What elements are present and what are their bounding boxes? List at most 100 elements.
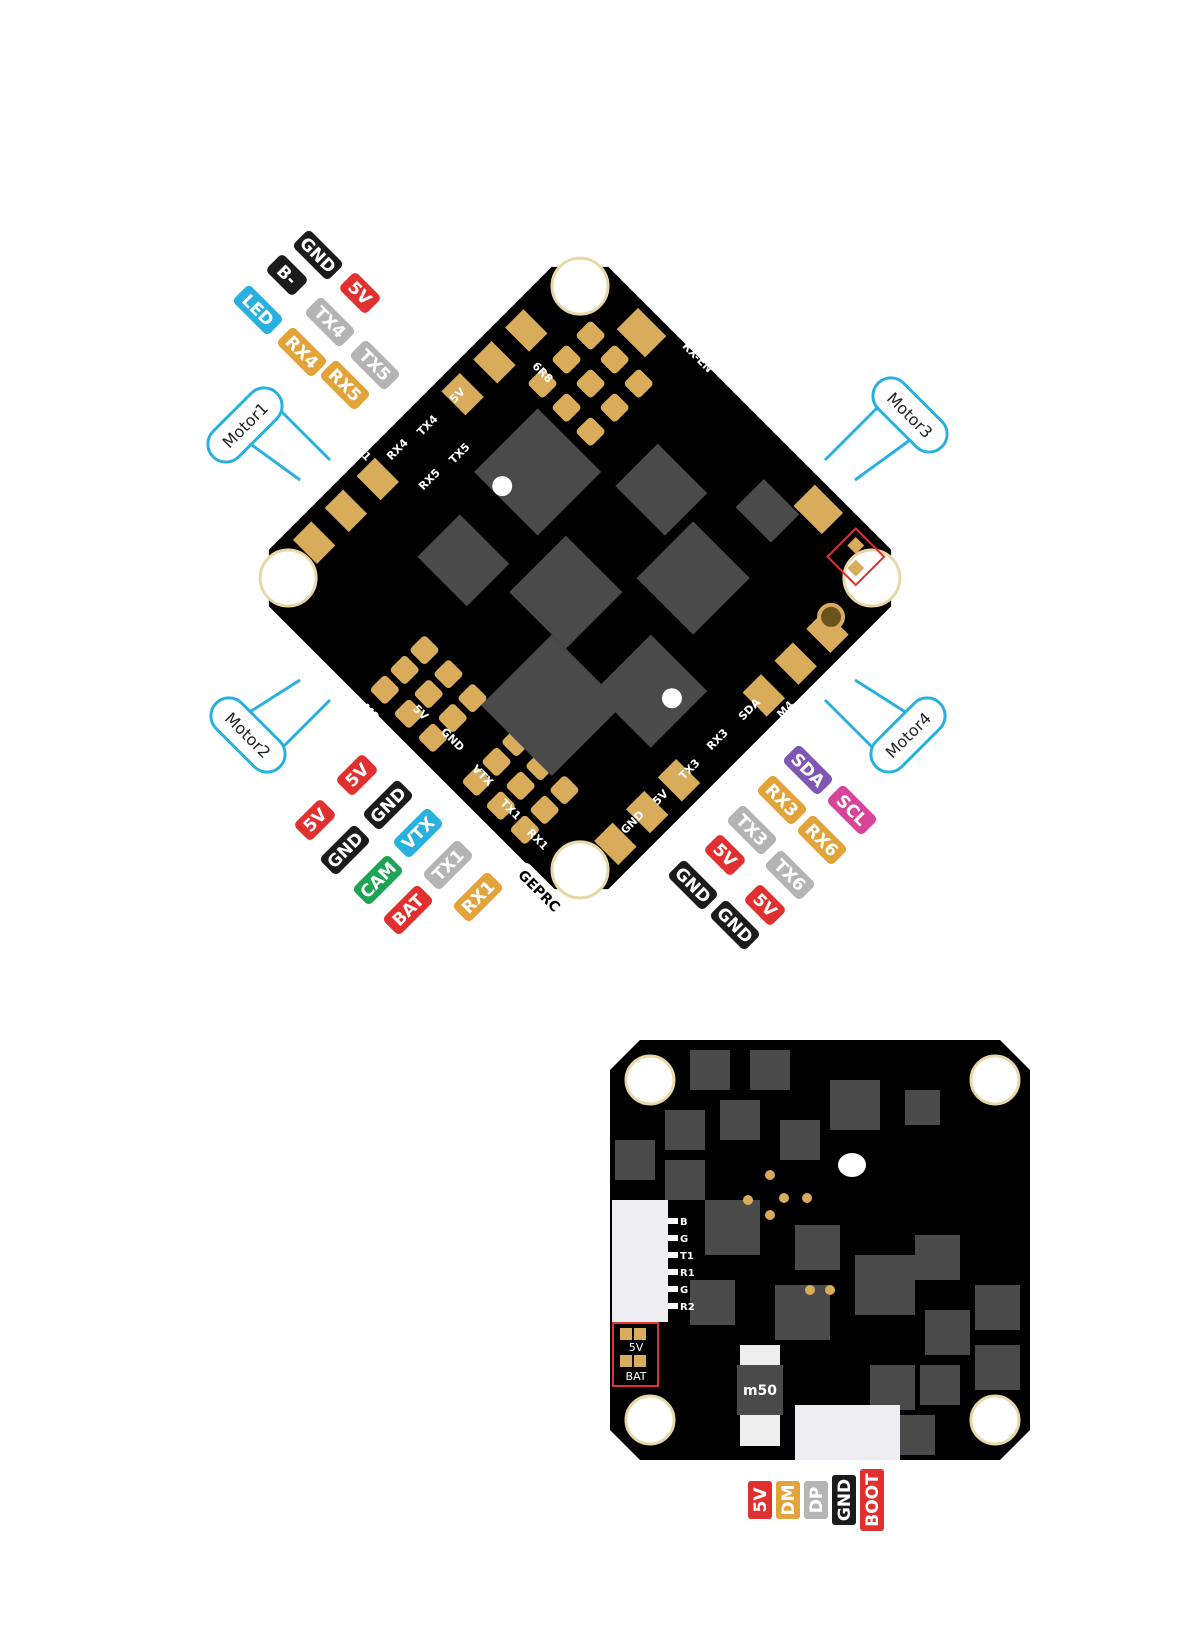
via-pad [825,1285,835,1295]
pin-label-5v: 5V [295,800,335,840]
solder-pad [600,393,629,422]
motor-3-label: Motor3 [871,376,949,454]
pin-label-background [765,850,815,900]
silk-label: BAT [465,823,491,849]
pin-label-text: 5V [751,1487,771,1513]
motor-wire [244,678,301,717]
chip [481,634,623,776]
pin-label-tx4: TX4 [305,297,355,347]
solder-pad [482,747,511,776]
pin-label-5v: 5V [705,835,745,875]
chip [925,1310,970,1355]
chip [720,1100,760,1140]
motor-wire [854,678,911,717]
pin-label-bat: BAT [383,885,433,935]
silk-label: - [453,343,465,355]
led [661,688,682,709]
logo-background [512,862,568,918]
connector-pin-label: R2 [680,1302,695,1313]
solder-pad [434,660,463,689]
pin-label-sda: SDA [783,745,833,795]
motor-wire [823,398,887,462]
silk-label: 5V [377,735,398,756]
solder-pad [324,489,368,533]
pin-label-background [350,340,400,390]
via-pad [805,1285,815,1295]
mounting-hole [969,1394,1021,1446]
chip [665,1160,705,1200]
motor-label-box [871,376,949,454]
led [492,476,513,497]
pin-label-background [757,775,807,825]
pin-label-background [340,273,380,313]
pin-label-background [783,745,833,795]
pin-label-background [797,815,847,865]
pin-label-rx6: RX6 [797,815,847,865]
chip [690,1280,735,1325]
via-pad [765,1170,775,1180]
chip [870,1365,915,1410]
inductor-label: m50 [743,1383,777,1399]
solder-pad [793,484,844,535]
usb-pin-label-5v: 5V [748,1481,772,1519]
side-connector [612,1200,668,1322]
solder-pad [594,822,637,866]
solder-pad [600,345,629,374]
solder-pad [528,369,557,398]
chip [735,479,800,543]
solder-pad [410,636,439,665]
connector-pin-label: G [680,1234,688,1245]
pin-label-tx6: TX6 [765,850,815,900]
usb-pin-label-boot: BOOT [860,1469,884,1531]
chip [750,1050,790,1090]
pin-label-background [804,1481,828,1519]
pin-label-background [423,840,473,890]
via-pad [765,1210,775,1220]
usb-pin-label-gnd: GND [832,1475,856,1525]
pin-label-background [453,872,503,922]
pin-label-background [705,835,745,875]
silk-label: SCL [770,727,795,752]
solder-pad [292,521,336,564]
usb-pin-label-dm: DM [776,1481,800,1519]
pin-label-background [832,1475,856,1525]
via-pad [743,1195,753,1205]
pin-label-cam: CAM [353,855,403,905]
solder-pad [552,345,581,374]
connector-pin [668,1218,678,1224]
solder-pad [616,307,667,358]
solder-pad [620,1355,632,1367]
pin-label-rx1: RX1 [453,872,503,922]
motor-label-box [869,696,947,774]
chip [705,1200,760,1255]
connector-pin-label: B [680,1217,688,1228]
solder-pad [847,536,865,554]
pin-label-scl: SCL [827,785,877,835]
solder-pad [742,674,786,717]
usb-pin-label-dp: DP [804,1481,828,1519]
pin-label-background [776,1481,800,1519]
connector-pin [668,1252,678,1258]
usb-connector [795,1405,900,1460]
silk-label: RX6 [739,756,766,783]
solder-pad [634,1328,646,1340]
solder-pad [473,341,516,384]
motor-wire [854,438,911,482]
pin-label-text: DP [807,1487,827,1514]
pin-label-background [363,780,413,830]
pin-label-background [393,808,443,858]
pin-label-background [668,860,718,910]
solder-pad [486,791,515,820]
solder-pad [624,369,653,398]
chip [895,1415,935,1455]
chip [780,1120,820,1160]
chip [417,514,510,607]
chip [615,443,708,536]
pin-label-5v: 5V [337,755,377,795]
solder-pad [576,321,605,350]
connector-pin [668,1269,678,1275]
solder-pad [625,790,669,834]
chip [915,1235,960,1280]
